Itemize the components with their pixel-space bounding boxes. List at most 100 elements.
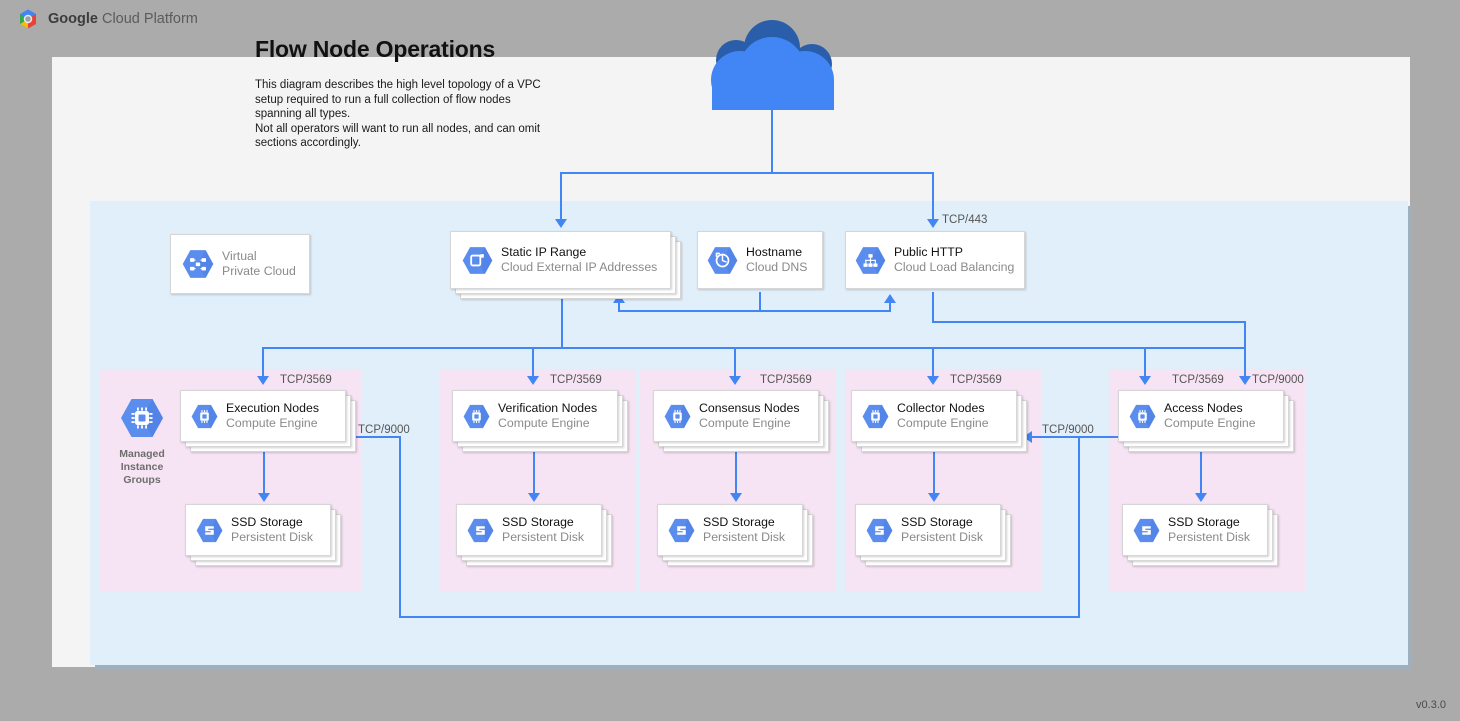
node-body: Public HTTP Cloud Load Balancing: [845, 231, 1025, 289]
connector-staticip-down: [561, 292, 563, 348]
node-text: SSD Storage Persistent Disk: [502, 515, 584, 545]
port-label-access-3569: TCP/3569: [1172, 374, 1224, 386]
node-text: Execution Nodes Compute Engine: [226, 401, 319, 431]
connector-return-up: [399, 436, 401, 618]
port-label-tcp443: TCP/443: [942, 214, 988, 226]
google-cloud-platform-hexagon-logo-icon: [20, 9, 36, 29]
connector-feedback-to-publichttp: [889, 302, 891, 312]
connector-cloud-to-staticip: [560, 172, 562, 221]
persistent-disk-icon: [467, 518, 494, 542]
arrow-bus-to-consensus: [729, 376, 741, 385]
node-static-ip-range[interactable]: Static IP Range Cloud External IP Addres…: [450, 231, 681, 299]
node-title: Verification Nodes: [498, 401, 598, 415]
arrow-verification-to-ssd: [528, 493, 540, 502]
connector-bus-to-access: [1144, 347, 1146, 378]
port-label-collector-9000: TCP/9000: [1042, 424, 1094, 436]
persistent-disk-icon: [668, 518, 695, 542]
node-consensus-ssd-storage[interactable]: SSD Storage Persistent Disk: [657, 504, 813, 566]
node-consensus-nodes[interactable]: Consensus Nodes Compute Engine: [653, 390, 829, 452]
node-text: Hostname Cloud DNS: [746, 245, 808, 275]
arrow-feedback-to-publichttp: [884, 294, 896, 303]
node-subtitle: Persistent Disk: [231, 530, 314, 544]
compute-engine-icon: [463, 404, 490, 428]
arrow-bus-to-access: [1139, 376, 1151, 385]
vpc-region-shadow-right: [1408, 206, 1412, 670]
connector-bus-to-verification: [532, 347, 534, 378]
card-layer-1: [855, 504, 1001, 556]
node-collector-nodes[interactable]: Collector Nodes Compute Engine: [851, 390, 1027, 452]
port-label-access-9000: TCP/9000: [1252, 374, 1304, 386]
connector-access-to-collector: [1032, 436, 1119, 438]
node-body: SSD Storage Persistent Disk: [855, 504, 1001, 556]
node-text: SSD Storage Persistent Disk: [901, 515, 983, 545]
node-collector-ssd-storage[interactable]: SSD Storage Persistent Disk: [855, 504, 1011, 566]
node-text: Consensus Nodes Compute Engine: [699, 401, 799, 431]
node-verification-ssd-storage[interactable]: SSD Storage Persistent Disk: [456, 504, 612, 566]
node-body: SSD Storage Persistent Disk: [1122, 504, 1268, 556]
node-verification-nodes[interactable]: Verification Nodes Compute Engine: [452, 390, 628, 452]
persistent-disk-icon: [1133, 518, 1160, 542]
connector-publichttp-down: [932, 292, 934, 322]
node-text: Collector Nodes Compute Engine: [897, 401, 989, 431]
connector-publichttp-right: [932, 321, 1246, 323]
node-subtitle: Compute Engine: [226, 416, 318, 430]
node-body: Virtual Private Cloud: [170, 234, 310, 294]
node-body: Collector Nodes Compute Engine: [851, 390, 1017, 442]
vpc-region-shadow-bottom: [95, 665, 1412, 669]
connector-distribution-bus: [262, 347, 1246, 349]
cloud-load-balancing-icon: [855, 246, 886, 274]
node-title: SSD Storage: [901, 515, 973, 529]
node-body: SSD Storage Persistent Disk: [185, 504, 331, 556]
node-virtual-private-cloud[interactable]: Virtual Private Cloud: [170, 234, 310, 294]
node-subtitle: Persistent Disk: [1168, 530, 1251, 544]
connector-access-down: [1078, 436, 1080, 618]
gcp-header-bar: Google Cloud Platform: [0, 0, 1460, 36]
node-title: Static IP Range: [501, 245, 587, 259]
arrow-consensus-to-ssd: [730, 493, 742, 502]
arrow-bus-to-execution: [257, 376, 269, 385]
gcp-brand-title: Google Cloud Platform: [48, 11, 198, 27]
node-title: SSD Storage: [703, 515, 775, 529]
node-subtitle: Compute Engine: [897, 416, 989, 430]
connector-feedback-to-staticip: [618, 302, 620, 312]
node-access-ssd-storage[interactable]: SSD Storage Persistent Disk: [1122, 504, 1278, 566]
node-title: Hostname: [746, 245, 803, 259]
connector-cloud-bus: [560, 172, 934, 174]
arrow-execution-to-ssd: [258, 493, 270, 502]
port-label-verification-3569: TCP/3569: [550, 374, 602, 386]
node-text: Virtual Private Cloud: [222, 249, 296, 279]
arrow-cloud-to-staticip: [555, 219, 567, 228]
node-text: Verification Nodes Compute Engine: [498, 401, 597, 431]
port-label-execution-9000: TCP/9000: [358, 424, 410, 436]
arrow-publichttp-to-access: [1239, 376, 1251, 385]
node-title: Collector Nodes: [897, 401, 985, 415]
node-access-nodes[interactable]: Access Nodes Compute Engine: [1118, 390, 1294, 452]
node-public-http[interactable]: Public HTTP Cloud Load Balancing: [845, 231, 1025, 289]
node-body: Access Nodes Compute Engine: [1118, 390, 1284, 442]
gcp-brand-bold: Google: [48, 11, 98, 27]
node-body: SSD Storage Persistent Disk: [456, 504, 602, 556]
node-body: Hostname Cloud DNS: [697, 231, 823, 289]
node-subtitle: Compute Engine: [498, 416, 590, 430]
persistent-disk-icon: [196, 518, 223, 542]
node-text: Public HTTP Cloud Load Balancing: [894, 245, 1014, 275]
node-subtitle: Persistent Disk: [703, 530, 786, 544]
node-subtitle: Compute Engine: [699, 416, 791, 430]
compute-engine-icon: [191, 404, 218, 428]
arrow-cloud-to-publichttp: [927, 219, 939, 228]
node-body: Static IP Range Cloud External IP Addres…: [450, 231, 671, 289]
node-execution-ssd-storage[interactable]: SSD Storage Persistent Disk: [185, 504, 341, 566]
diagram-description: This diagram describes the high level to…: [255, 79, 541, 150]
connector-feedback-bus: [618, 310, 891, 312]
arrow-access-to-ssd: [1195, 493, 1207, 502]
node-execution-nodes[interactable]: Execution Nodes Compute Engine: [180, 390, 356, 452]
node-subtitle: Cloud Load Balancing: [894, 260, 1015, 274]
compute-engine-icon: [664, 404, 691, 428]
connector-execution-to-ssd: [263, 452, 265, 495]
node-title: Execution Nodes: [226, 401, 319, 415]
internet-cloud-icon: [711, 20, 834, 110]
node-hostname[interactable]: Hostname Cloud DNS: [697, 231, 823, 289]
node-subtitle: Persistent Disk: [502, 530, 585, 544]
arrow-collector-to-ssd: [928, 493, 940, 502]
